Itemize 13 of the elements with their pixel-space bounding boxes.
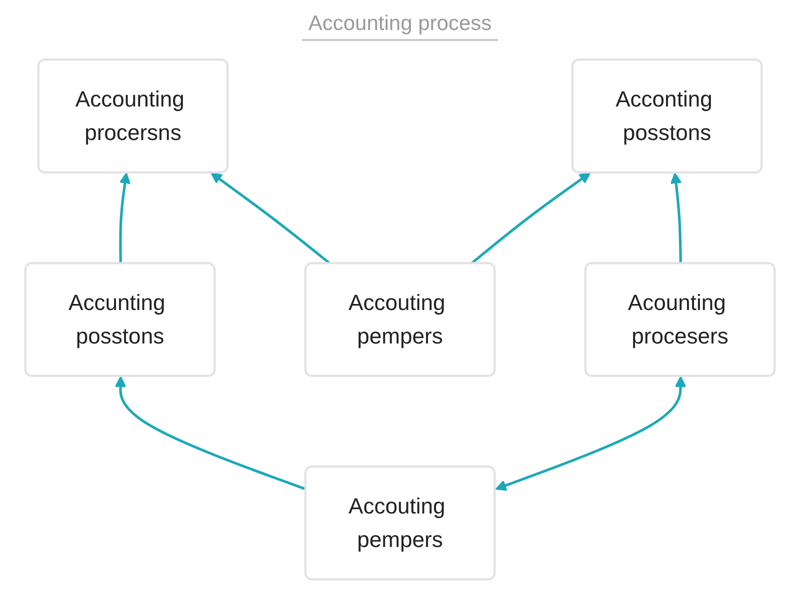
process-box: Accouting pempers [304, 466, 496, 580]
arrow [495, 376, 686, 491]
arrow [470, 172, 591, 265]
process-box: Acounting procesers [584, 262, 776, 377]
arrow [210, 172, 332, 265]
arrow [670, 172, 682, 264]
title: Accounting process [302, 12, 498, 41]
arrow [119, 172, 131, 264]
process-box: Acconting posstons [571, 58, 763, 174]
process-box: Accunting posstons [24, 262, 216, 377]
arrow [114, 376, 306, 490]
process-box: Accouting pempers [304, 262, 496, 377]
process-box: Accounting procersns [37, 58, 229, 174]
